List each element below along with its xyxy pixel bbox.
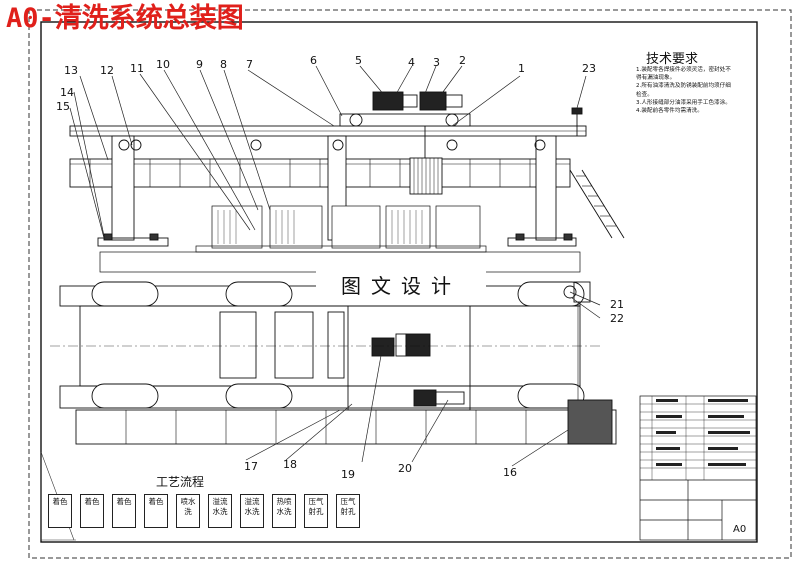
tech-note: 4.装配前各零件均需清洗。 <box>636 108 703 115</box>
process-step: 热喷水洗 <box>272 494 296 528</box>
process-step: 压气射孔 <box>304 494 328 528</box>
process-step: 溢流水洗 <box>208 494 232 528</box>
callout-number: 15 <box>56 100 70 113</box>
process-step: 喷水洗 <box>176 494 200 528</box>
inner-frame <box>40 21 758 543</box>
callout-number: 9 <box>196 58 203 71</box>
process-step: 着色 <box>48 494 72 528</box>
callout-number: 18 <box>283 458 297 471</box>
callout-number: 3 <box>433 56 440 69</box>
process-step: 压气射孔 <box>336 494 360 528</box>
drawing-title: A0-清洗系统总装图 <box>6 3 244 34</box>
callout-number: 8 <box>220 58 227 71</box>
callout-number: 22 <box>610 312 624 325</box>
sheet-size-label: A0 <box>733 524 747 535</box>
process-step: 溢流水洗 <box>240 494 264 528</box>
technical-requirements-title: 技术要求 <box>646 52 699 67</box>
callout-number: 12 <box>100 64 114 77</box>
callout-number: 11 <box>130 62 144 75</box>
callout-number: 7 <box>246 58 253 71</box>
process-step: 着色 <box>112 494 136 528</box>
callout-number: 23 <box>582 62 596 75</box>
callout-number: 1 <box>518 62 525 75</box>
leader-lines <box>69 65 601 467</box>
callout-number: 6 <box>310 54 317 67</box>
process-step: 着色 <box>144 494 168 528</box>
callout-number: 14 <box>60 86 74 99</box>
callout-number: 16 <box>503 466 517 479</box>
callout-number: 21 <box>610 298 624 311</box>
tech-note: 1.装配零各焊接件必须灵活，密封处不得有漏油现象。 <box>636 67 731 82</box>
callout-number: 4 <box>408 56 415 69</box>
callout-number: 10 <box>156 58 170 71</box>
front-elevation-view <box>69 91 625 273</box>
callout-number: 17 <box>244 460 258 473</box>
title-block <box>639 395 757 541</box>
technical-requirements-notes: 1.装配零各焊接件必须灵活，密封处不得有漏油现象。 2.所有油漆清洗及防锈装配前… <box>636 66 736 115</box>
plan-view <box>50 281 617 445</box>
callout-number: 20 <box>398 462 412 475</box>
callout-number: 5 <box>355 54 362 67</box>
tech-note: 3.人形接缝部分油漆采用手工色漆涂。 <box>636 99 731 106</box>
callout-number: 2 <box>459 54 466 67</box>
process-flow-title: 工艺流程 <box>156 475 205 489</box>
callout-number: 19 <box>341 468 355 481</box>
outer-border <box>28 9 792 559</box>
tech-note: 2.所有油漆清洗及防锈装配前均须仔细检查。 <box>636 83 731 98</box>
callout-number: 13 <box>64 64 78 77</box>
watermark: 图文设计 <box>316 263 486 305</box>
process-step: 着色 <box>80 494 104 528</box>
